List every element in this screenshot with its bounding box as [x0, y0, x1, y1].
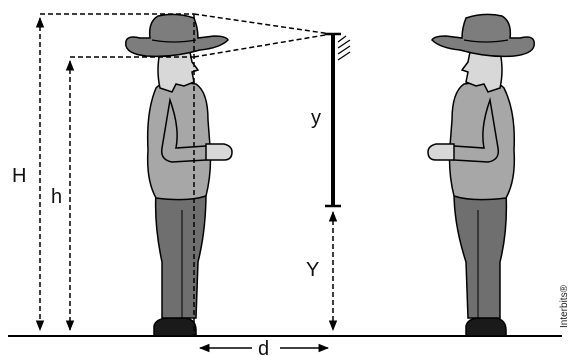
- right-person-torso: [448, 80, 516, 201]
- credit-text: Interbits®: [559, 284, 570, 328]
- label-d: d: [258, 338, 269, 356]
- person-left: [125, 13, 233, 337]
- left-person-hand: [205, 143, 233, 161]
- right-person-hand: [427, 143, 455, 161]
- right-person-hat: [431, 13, 535, 58]
- person-right: [427, 13, 535, 337]
- left-person-torso: [146, 80, 212, 201]
- mirror: [325, 32, 351, 208]
- left-person-legs: [154, 191, 207, 319]
- right-person-shoe: [465, 317, 507, 337]
- left-person-shoe: [153, 317, 197, 337]
- label-H: H: [12, 165, 26, 187]
- label-h: h: [51, 186, 62, 208]
- left-person-hat: [125, 13, 229, 58]
- right-person-head: [460, 51, 503, 93]
- left-person-head: [157, 51, 200, 93]
- right-person-legs: [453, 191, 508, 319]
- sight-lines: [35, 13, 338, 336]
- label-y: y: [311, 107, 321, 129]
- label-Y: Y: [306, 259, 319, 281]
